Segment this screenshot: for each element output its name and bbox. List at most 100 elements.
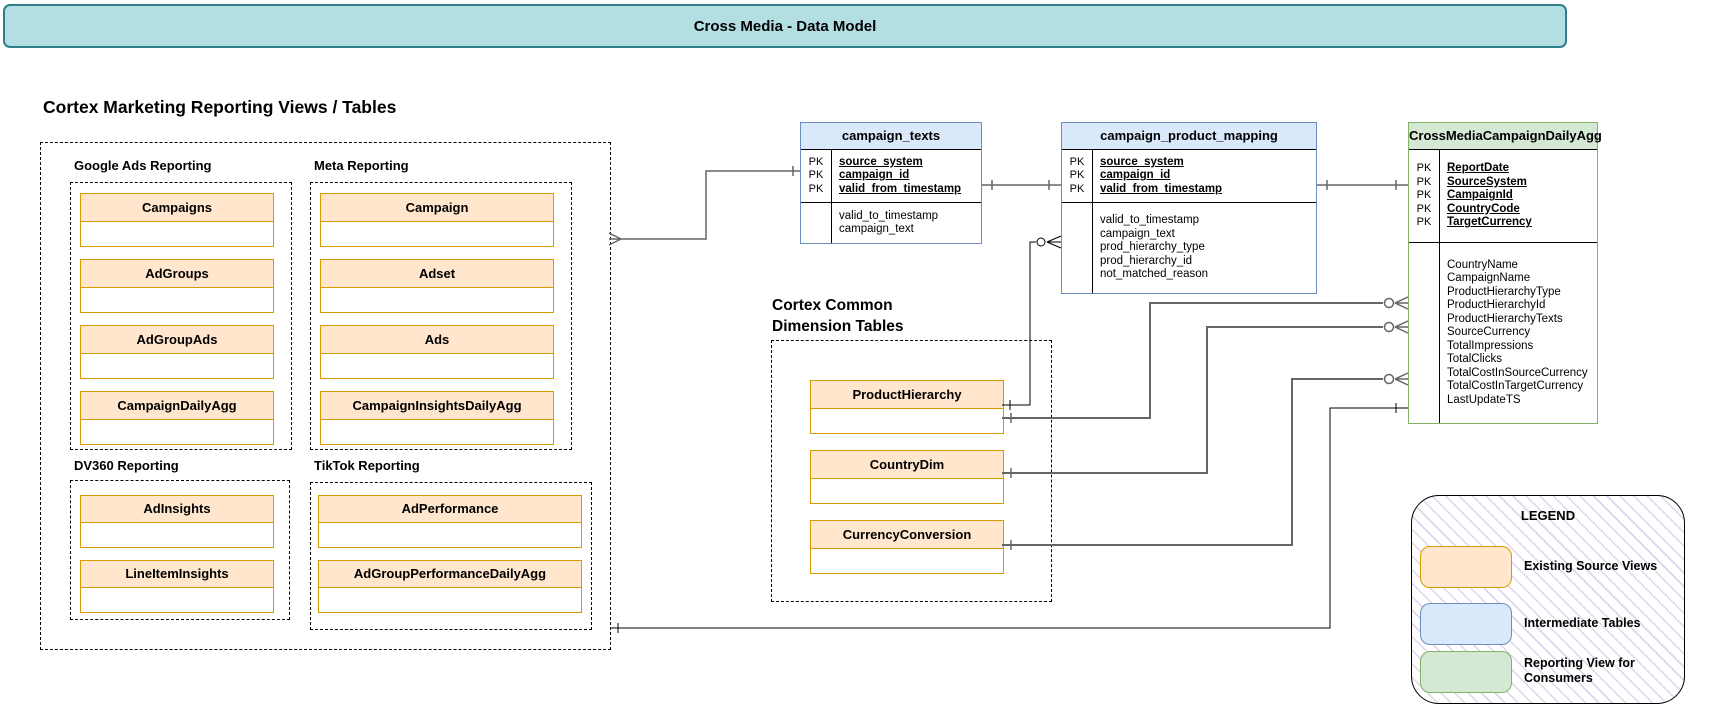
field-row: TotalCostInTargetCurrency <box>1409 380 1597 394</box>
field-name: valid_from_timestamp <box>1100 182 1223 195</box>
field-row: ProductHierarchyTexts <box>1409 313 1597 327</box>
pk-row: PK ReportDate <box>1409 162 1597 176</box>
pk-row: PK SourceSystem <box>1409 176 1597 190</box>
pk-section: PK source_system PK campaign_id PK valid… <box>1062 150 1316 202</box>
field-section: valid_to_timestamp campaign_text prod_hi… <box>1062 202 1316 293</box>
entity-body <box>81 222 273 246</box>
entity-title: AdInsights <box>81 496 273 523</box>
entity-title: Campaigns <box>81 194 273 222</box>
entity-title: CountryDim <box>811 451 1003 479</box>
pk-row: PK valid_from_timestamp <box>1062 183 1316 197</box>
field-name: campaign_id <box>1100 169 1171 182</box>
entity-body <box>811 409 1003 433</box>
field-name: CountryCode <box>1447 202 1520 215</box>
field-section: valid_to_timestamp campaign_text <box>801 202 981 243</box>
field-name: prod_hierarchy_type <box>1100 241 1205 254</box>
entity-body <box>319 523 581 547</box>
entity-body <box>811 479 1003 503</box>
field-row: SourceCurrency <box>1409 326 1597 340</box>
table-title: campaign_product_mapping <box>1062 123 1316 150</box>
field-name: prod_hierarchy_id <box>1100 254 1193 267</box>
entity-title: AdGroupPerformanceDailyAgg <box>319 561 581 588</box>
field-name: SourceSystem <box>1447 175 1527 188</box>
entity-adgroupperformancedailyagg: AdGroupPerformanceDailyAgg <box>318 560 582 613</box>
entity-body <box>81 354 273 378</box>
entity-adgroupads: AdGroupAds <box>80 325 274 379</box>
field-row: CampaignName <box>1409 272 1597 286</box>
entity-countrydim: CountryDim <box>810 450 1004 504</box>
entity-title: AdGroupAds <box>81 326 273 354</box>
entity-body <box>81 288 273 312</box>
entity-currencyconversion: CurrencyConversion <box>810 520 1004 574</box>
pk-tag: PK <box>808 169 824 182</box>
field-name: campaign_text <box>839 223 914 235</box>
entity-adperformance: AdPerformance <box>318 495 582 548</box>
entity-title: ProductHierarchy <box>811 381 1003 409</box>
pk-tag: PK <box>808 182 824 195</box>
entity-title: AdPerformance <box>319 496 581 523</box>
column-divider <box>831 150 832 202</box>
field-name: ProductHierarchyId <box>1447 299 1546 312</box>
pk-row: PK TargetCurrency <box>1409 216 1597 230</box>
legend-swatch-existing-source-views <box>1420 546 1512 588</box>
pk-row: PK source_system <box>801 156 981 170</box>
field-row: TotalClicks <box>1409 353 1597 367</box>
legend-label: Intermediate Tables <box>1524 616 1641 630</box>
group-box-tiktok <box>310 482 592 630</box>
field-row: LastUpdateTS <box>1409 394 1597 408</box>
dimension-title-line1: Cortex Common <box>772 297 893 314</box>
table-crossmedia-campaign-daily-agg: CrossMediaCampaignDailyAgg PK ReportDate… <box>1408 122 1602 424</box>
legend-swatch-intermediate-tables <box>1420 603 1512 645</box>
table-title: CrossMediaCampaignDailyAgg <box>1409 123 1602 150</box>
column-divider <box>1092 203 1093 293</box>
entity-title: Ads <box>321 326 553 354</box>
pk-tag: PK <box>1416 216 1432 229</box>
field-row: prod_hierarchy_id <box>1062 255 1316 269</box>
field-row: valid_to_timestamp <box>1062 214 1316 228</box>
entity-body <box>811 549 1003 573</box>
group-label-tiktok: TikTok Reporting <box>314 458 420 473</box>
group-box-meta <box>310 182 572 450</box>
column-divider <box>831 203 832 243</box>
field-name: SourceCurrency <box>1447 326 1531 339</box>
entity-campaigninsightsdailyagg: CampaignInsightsDailyAgg <box>320 391 554 445</box>
table-title: campaign_texts <box>801 123 981 150</box>
entity-body <box>319 588 581 612</box>
entity-campaigns: Campaigns <box>80 193 274 247</box>
field-name: ProductHierarchyTexts <box>1447 312 1563 325</box>
group-box-google-ads <box>70 182 292 450</box>
entity-body <box>321 222 553 246</box>
entity-adset: Adset <box>320 259 554 313</box>
entity-title: CurrencyConversion <box>811 521 1003 549</box>
pk-tag: PK <box>1069 155 1085 168</box>
entity-body <box>81 588 273 612</box>
entity-body <box>81 523 273 547</box>
marketing-section-box <box>40 142 611 650</box>
field-name: campaign_text <box>1100 227 1175 240</box>
table-campaign-product-mapping: campaign_product_mapping PK source_syste… <box>1061 122 1317 294</box>
dimension-section-title: Cortex Common Dimension Tables <box>772 295 904 337</box>
field-name: CountryName <box>1447 258 1518 271</box>
field-row: not_matched_reason <box>1062 268 1316 282</box>
pk-tag: PK <box>1416 175 1432 188</box>
pk-section: PK source_system PK campaign_id PK valid… <box>801 150 981 202</box>
legend-swatch-reporting-view <box>1420 651 1512 693</box>
field-name: source_system <box>839 155 923 168</box>
connector-texts-to-mapping <box>980 180 1061 190</box>
entity-body <box>321 354 553 378</box>
column-divider <box>1092 150 1093 202</box>
entity-body <box>321 288 553 312</box>
pk-tag: PK <box>1069 169 1085 182</box>
field-name: ReportDate <box>1447 162 1509 175</box>
connector-mapping-to-agg <box>1315 180 1408 190</box>
entity-title: CampaignDailyAgg <box>81 392 273 420</box>
table-campaign-texts: campaign_texts PK source_system PK campa… <box>800 122 982 244</box>
pk-tag: PK <box>808 155 824 168</box>
entity-ads: Ads <box>320 325 554 379</box>
field-name: valid_to_timestamp <box>1100 214 1200 227</box>
pk-section: PK ReportDate PK SourceSystem PK Campaig… <box>1409 150 1597 242</box>
legend: LEGEND Existing Source Views Intermediat… <box>1411 495 1685 704</box>
entity-body <box>321 420 553 444</box>
marketing-section-title: Cortex Marketing Reporting Views / Table… <box>43 97 397 117</box>
